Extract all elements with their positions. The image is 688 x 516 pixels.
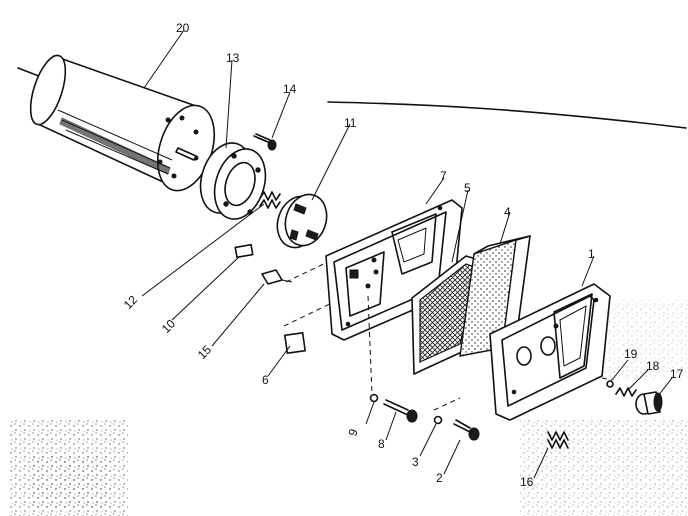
label-9: 9 [345,427,361,438]
housing-1 [489,283,611,421]
label-12: 12 [121,292,141,312]
label-17: 17 [670,367,684,381]
label-10: 10 [159,316,179,336]
part-labels: 20 13 14 11 12 10 15 6 7 5 4 1 9 8 3 2 1… [121,21,684,489]
filter-mesh-5 [411,255,487,375]
leader-dashed-19 [601,377,613,381]
switch-15 [261,269,293,285]
knob-17 [635,391,663,415]
label-3: 3 [412,455,419,469]
label-14: 14 [283,82,297,96]
leader-dashed-3 [433,397,461,411]
end-bell [199,142,267,220]
label-19: 19 [624,347,638,361]
label-2: 2 [436,471,443,485]
screw-2 [453,419,480,441]
label-6: 6 [262,373,269,387]
label-7: 7 [440,169,447,183]
leader-lines [141,29,673,479]
washer-9 [369,393,379,403]
spring-18 [615,387,637,397]
spring-16 [547,431,569,449]
spring-12 [259,191,281,209]
leader-dashed-9 [367,295,373,395]
screw-8 [383,399,418,423]
washer-19 [606,380,614,388]
label-18: 18 [646,359,660,373]
label-4: 4 [504,205,511,219]
label-13: 13 [226,51,240,65]
washer-3 [433,415,443,425]
square-part-6 [284,332,306,354]
label-8: 8 [378,437,385,451]
label-11: 11 [344,116,357,130]
rotor-hub [276,193,328,249]
screw-14 [253,133,277,151]
page-fold-line [327,101,687,129]
label-1: 1 [588,247,595,261]
label-15: 15 [195,342,215,362]
small-plate-10 [234,243,254,259]
label-5: 5 [464,181,471,195]
label-16: 16 [520,475,534,489]
motor [17,54,216,192]
label-20: 20 [176,21,190,35]
